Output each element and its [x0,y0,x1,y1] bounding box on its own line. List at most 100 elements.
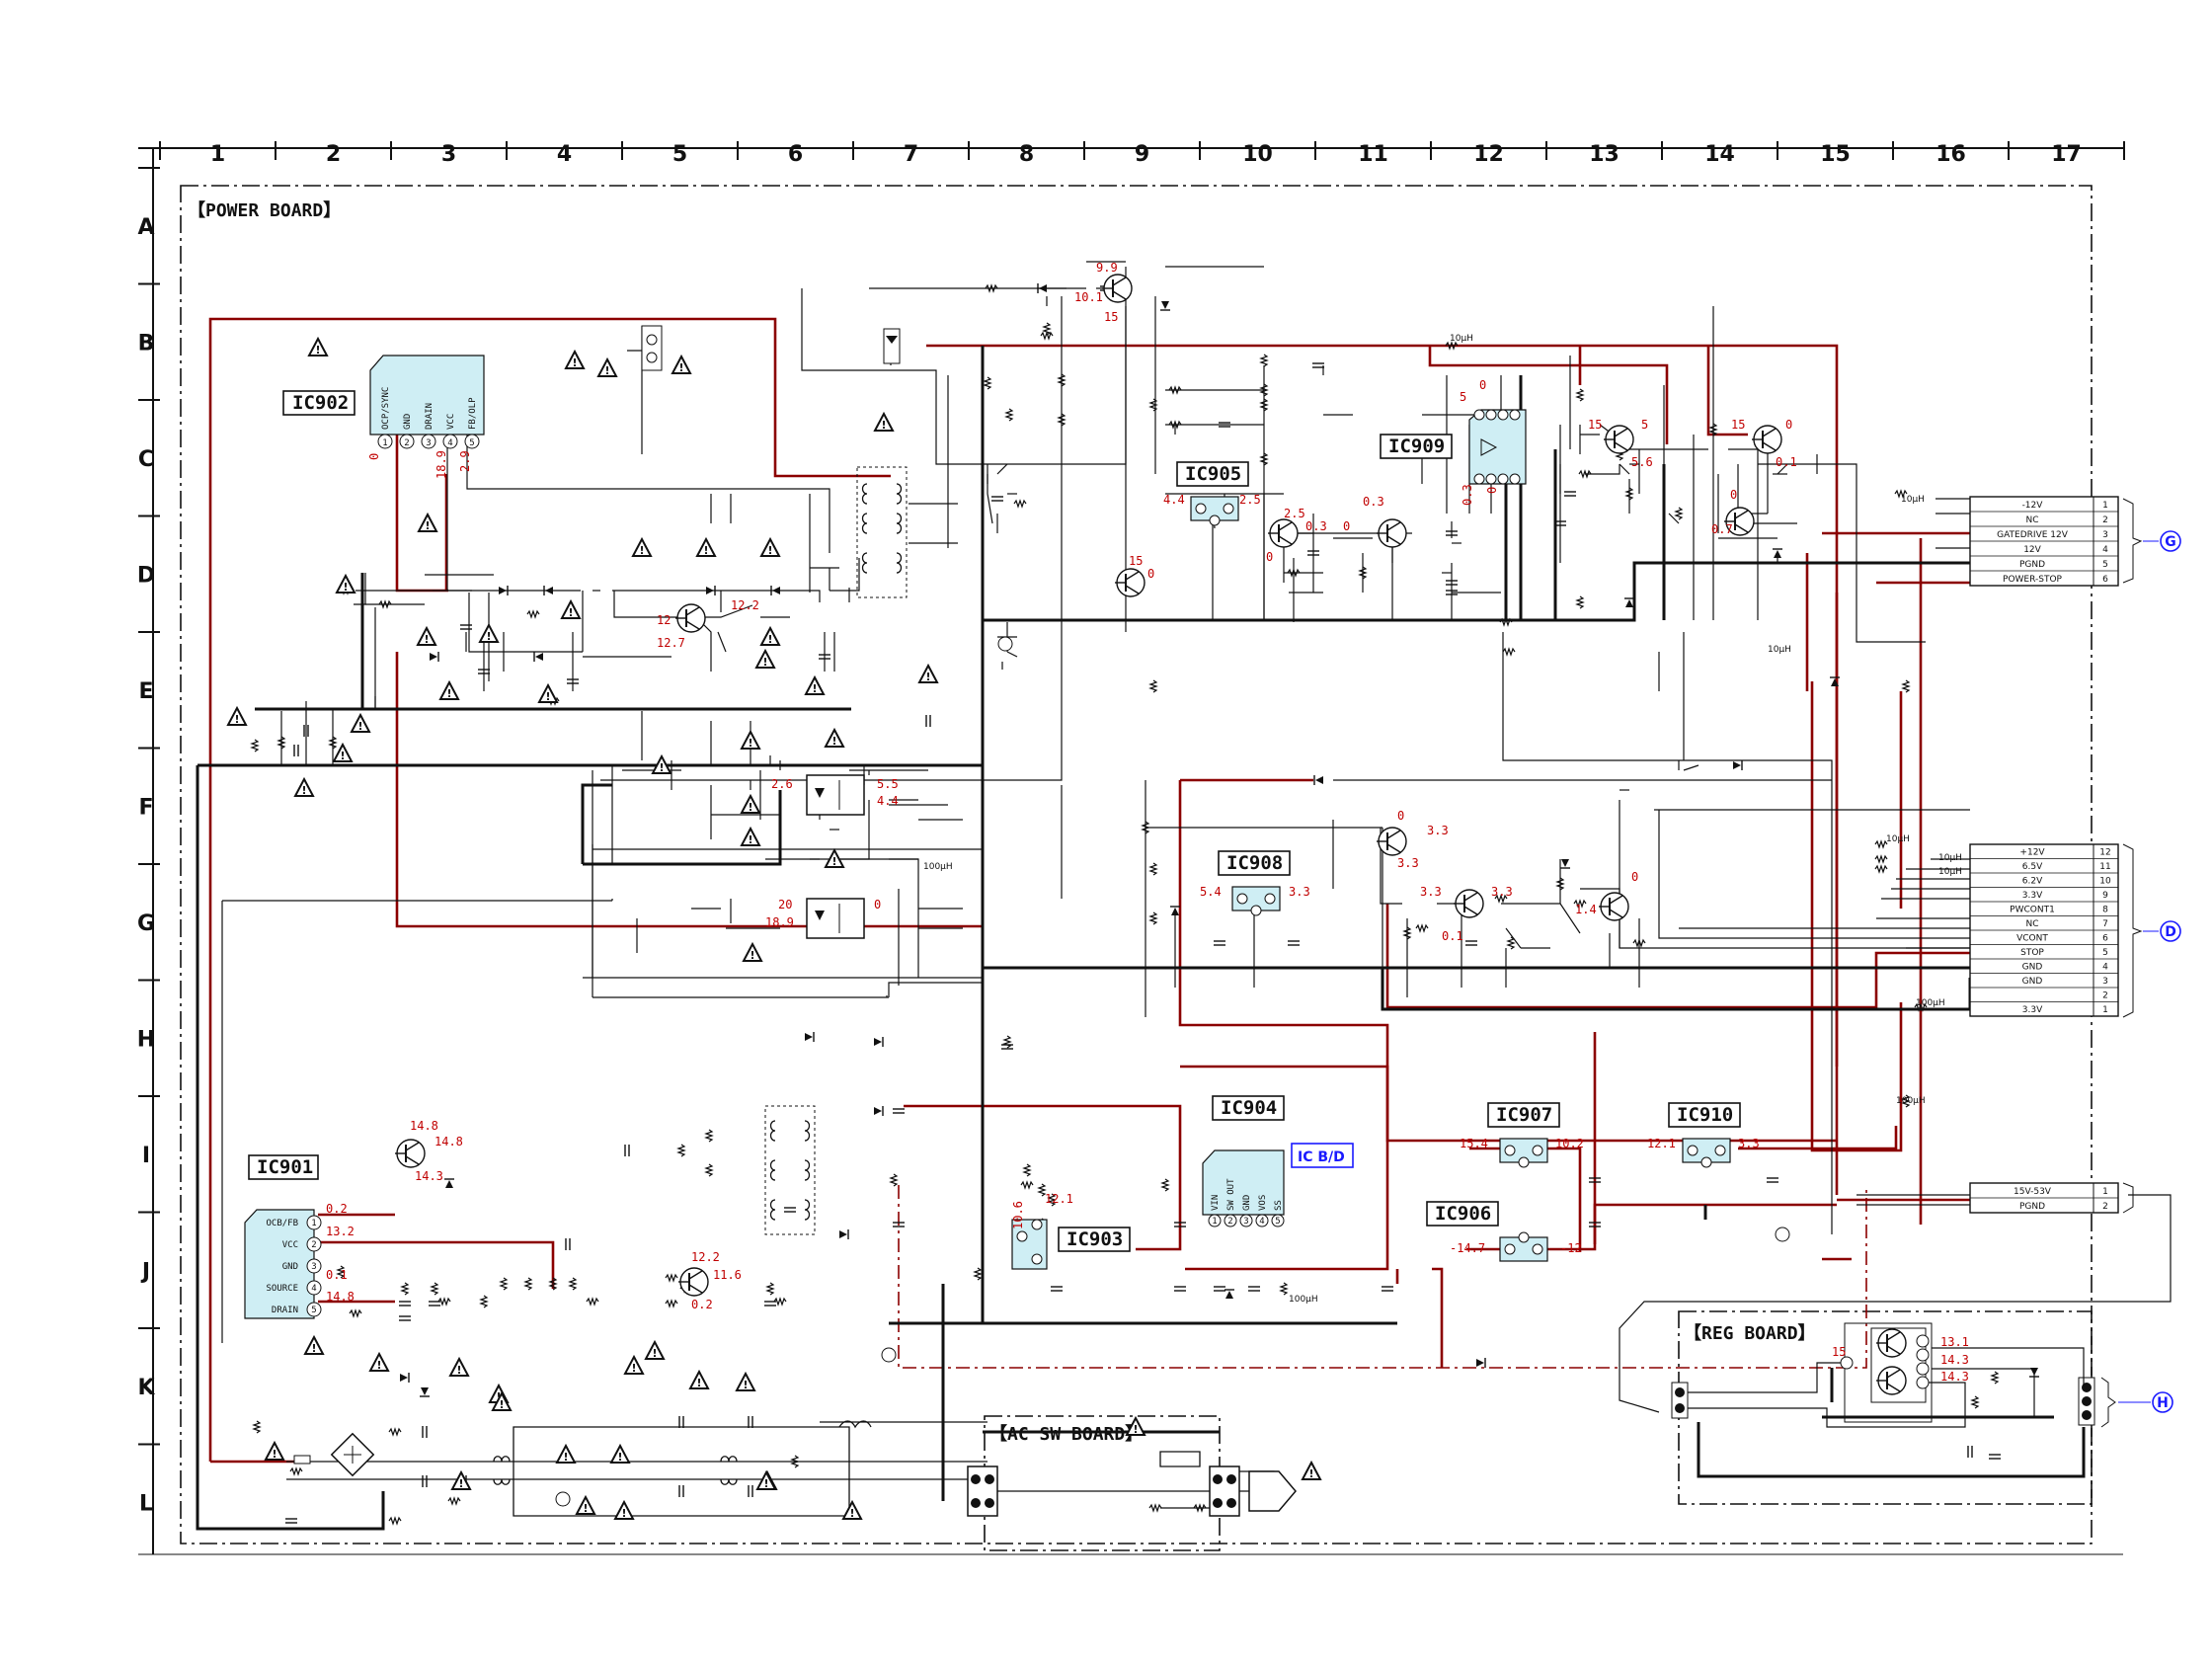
ic904-pin-name: GND [1242,1195,1252,1211]
connector-h-tag-circle [2152,1391,2173,1413]
ic908-chip [1231,886,1281,916]
row-label: B [138,331,155,356]
ic904-pin-name: SS [1274,1200,1284,1211]
voltage-reading: 14.8 [410,1119,438,1133]
connector-pin-number: 8 [2102,906,2108,915]
connector-h-tag: H [2157,1395,2169,1411]
column-label: 14 [1704,142,1735,167]
voltage-reading: 0 [1730,488,1737,502]
signal-wiring [221,261,1970,1343]
safety-warning-icon [632,538,652,558]
ic902-pin-number: 4 [447,438,452,448]
connector-pin-name: GND [2022,963,2043,973]
ic901-pin [306,1280,322,1296]
column-label: 7 [904,142,918,167]
voltage-reading: 12.7 [657,636,685,650]
safety-warning-icon [624,1356,644,1376]
safety-warning-icon [689,1371,709,1390]
connector-pin-number: 1 [2102,1005,2108,1015]
connector-pin-name: 12V [2023,545,2041,555]
ic901-pin-number: 2 [311,1240,316,1250]
ic904-pin-number: 2 [1227,1217,1232,1227]
voltage-reading: 0.3 [1461,484,1474,506]
voltage-reading: 0.2 [691,1298,713,1311]
inductor-label: 10µH [1768,645,1791,655]
voltage-reading: 15 [1832,1345,1846,1359]
connector-pin-name: POWER-STOP [2003,575,2063,585]
column-label: 12 [1473,142,1504,167]
ic906-label: IC906 [1435,1203,1491,1225]
ic905-chip [1190,496,1239,526]
transistors [394,274,1907,1395]
voltage-reading: 15 [1588,418,1602,432]
voltage-reading: 2.5 [1284,507,1305,520]
ic902-pin-name: FB/OLP [468,397,478,430]
ic903-chip [1011,1219,1048,1270]
connector-pin-name: VCONT [2016,934,2048,944]
ic910-label: IC910 [1677,1104,1733,1126]
connector-d-tag: D [2165,924,2176,940]
ic904-pin-number: 3 [1243,1217,1248,1227]
voltage-reading: 18.9 [765,915,794,929]
connector-pin-name: STOP [2020,948,2044,958]
voltage-reading: 0.1 [1776,455,1797,469]
column-label: 6 [788,142,803,167]
inductor-label: 100µH [1916,998,1945,1008]
voltage-reading: 3.3 [1491,885,1513,899]
ic902-pin-number: 3 [426,438,431,448]
ic907-label: IC907 [1496,1104,1552,1126]
voltage-reading: 12 [657,613,671,627]
connector-pin-number: 7 [2102,919,2108,929]
voltage-reading: 0.2 [326,1202,348,1216]
ac-connectors [967,1377,2095,1517]
connector-pin-number: 3 [2102,977,2108,987]
voltage-reading: 14.8 [326,1290,355,1304]
voltage-reading: 2.6 [771,777,793,791]
safety-warning-icon [561,600,581,620]
safety-warning-icon [336,575,356,594]
column-label: 9 [1135,142,1149,167]
safety-warning-icon [417,627,436,647]
connector-pin-number: 4 [2102,963,2108,973]
ic904-pin [1255,1214,1269,1227]
ic901-pin [306,1258,322,1274]
ic902-pin-number: 2 [404,438,409,448]
ic904-pin-number: 5 [1275,1217,1280,1227]
connector-pin-name: 6.5V [2022,862,2043,872]
connector-pin-number: 2 [2102,1202,2108,1212]
ic907-label-box [1487,1102,1560,1128]
red-power-rails [208,317,1970,1464]
ic902-pin-number: 5 [469,438,474,448]
safety-warning-icon [741,795,760,815]
ic902-pin-name: DRAIN [425,403,434,430]
safety-warning-icon [576,1496,595,1516]
ic902-pin-number: 1 [382,438,387,448]
connector-pin-name: PGND [2019,1202,2045,1212]
connector-g-tag: G [2165,534,2176,550]
ic905-label: IC905 [1185,463,1241,485]
voltage-reading: 3.3 [1289,885,1310,899]
voltage-reading: 15 [1129,554,1143,568]
safety-warning-icon [451,1471,471,1491]
photocouplers [641,325,901,939]
column-label: 3 [441,142,456,167]
transformer-t901 [856,466,908,598]
column-label: 16 [1936,142,1966,167]
voltage-reading: 2.5 [1239,493,1261,507]
inductor-label: 10µH [1901,495,1925,505]
line-filter-coils [286,1420,1280,1517]
ic901-pin-number: 3 [311,1262,316,1272]
safety-warning-icon [614,1501,634,1521]
voltage-reading: 11.6 [713,1268,742,1282]
voltage-reading: 0 [1485,487,1499,494]
safety-warning-icon [760,627,780,647]
connector-pin-number: 11 [2099,862,2110,872]
safety-warning-icon [736,1373,755,1392]
connector-pin-name: 3.3V [2022,1005,2043,1015]
